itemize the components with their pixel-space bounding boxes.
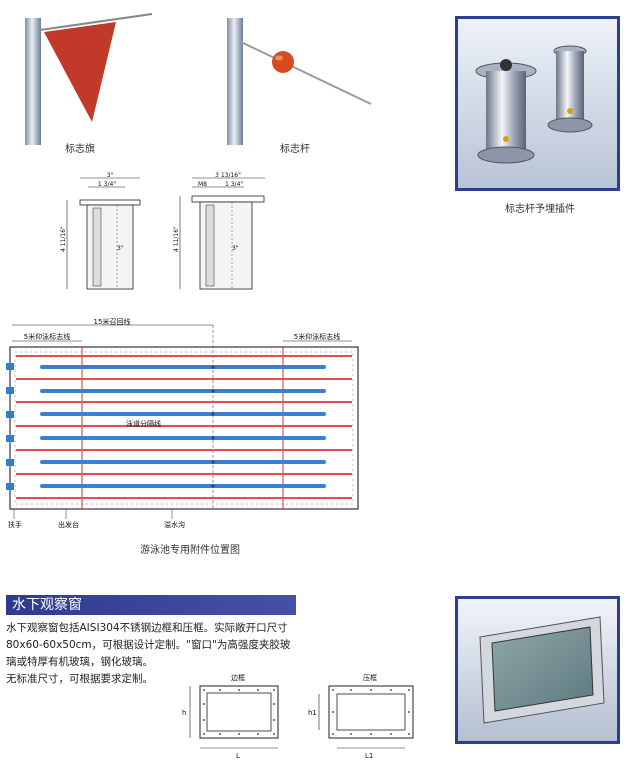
pool-diagram: 15米召回线 5米仰泳标志线 5米仰泳标志线 — [6, 317, 359, 529]
right-top-dim: 3 13/16" — [215, 172, 241, 179]
window-desc-line-1: 水下观察窗包括AISI304不锈钢边框和压框。实际敞开口尺寸 — [6, 622, 288, 634]
handrail-label: 扶手 — [8, 520, 22, 529]
press-h1-dim: h1 — [308, 709, 317, 717]
window-desc-line-2: 80x60-60x50cm，可根据设计定制。"窗口"为高强度夹胶玻 — [6, 639, 291, 651]
press-l1-dim: L1 — [365, 752, 373, 760]
press-frame-drawing: 压框 h1 L1 — [308, 673, 414, 760]
flag-illustration — [25, 13, 153, 145]
insert-drawing-left: 3" 1 3/4" 4 11/16" 3" — [60, 172, 141, 290]
left-sub-dim: 1 3/4" — [98, 181, 116, 188]
right-height-dim: 4 11/16" — [173, 226, 180, 252]
insert-drawing-right: 3 13/16" M8 1 3/4" 4 11/16" 3" — [173, 172, 265, 290]
backstroke-right-label: 5米仰泳标志线 — [294, 332, 340, 341]
frame-label: 边框 — [231, 673, 245, 682]
left-inner-dim: 3" — [117, 245, 124, 252]
pool-caption: 游泳池专用附件位置图 — [140, 545, 240, 556]
window-section-title: 水下观察窗 — [6, 595, 296, 615]
left-top-dim: 3" — [107, 172, 114, 179]
flag-caption: 标志旗 — [65, 144, 95, 155]
lane-divider-label: 泳道分隔线 — [126, 419, 161, 428]
window-desc-line-4: 无标准尺寸，可根据要求定制。 — [6, 673, 153, 685]
backstroke-left-label: 5米仰泳标志线 — [24, 332, 70, 341]
turn-line-label: 15米召回线 — [94, 317, 131, 326]
insert-photo — [455, 16, 620, 191]
press-label: 压框 — [363, 673, 377, 682]
window-description: 水下观察窗包括AISI304不锈钢边框和压框。实际敞开口尺寸 80x60-60x… — [6, 620, 306, 688]
right-inner-dim: 3" — [232, 245, 239, 252]
left-height-dim: 4 11/16" — [60, 226, 67, 252]
overflow-label: 溢水沟 — [164, 520, 185, 529]
right-sub-dim-b: 1 3/4" — [225, 181, 243, 188]
frame-h-dim: h — [182, 709, 186, 717]
frame-l-dim: L — [236, 752, 240, 760]
insert-caption: 标志杆予埋插件 — [505, 204, 575, 215]
pole-caption: 标志杆 — [280, 144, 310, 155]
window-desc-line-3: 璃或特厚有机玻璃，钢化玻璃。 — [6, 656, 153, 668]
start-block-label: 出发台 — [58, 520, 79, 529]
right-sub-dim-a: M8 — [198, 181, 207, 188]
window-photo-image — [458, 599, 617, 741]
pole-illustration — [227, 18, 372, 145]
window-photo — [455, 596, 620, 744]
insert-photo-image — [458, 19, 617, 188]
frame-drawing: 边框 h L — [182, 673, 279, 760]
